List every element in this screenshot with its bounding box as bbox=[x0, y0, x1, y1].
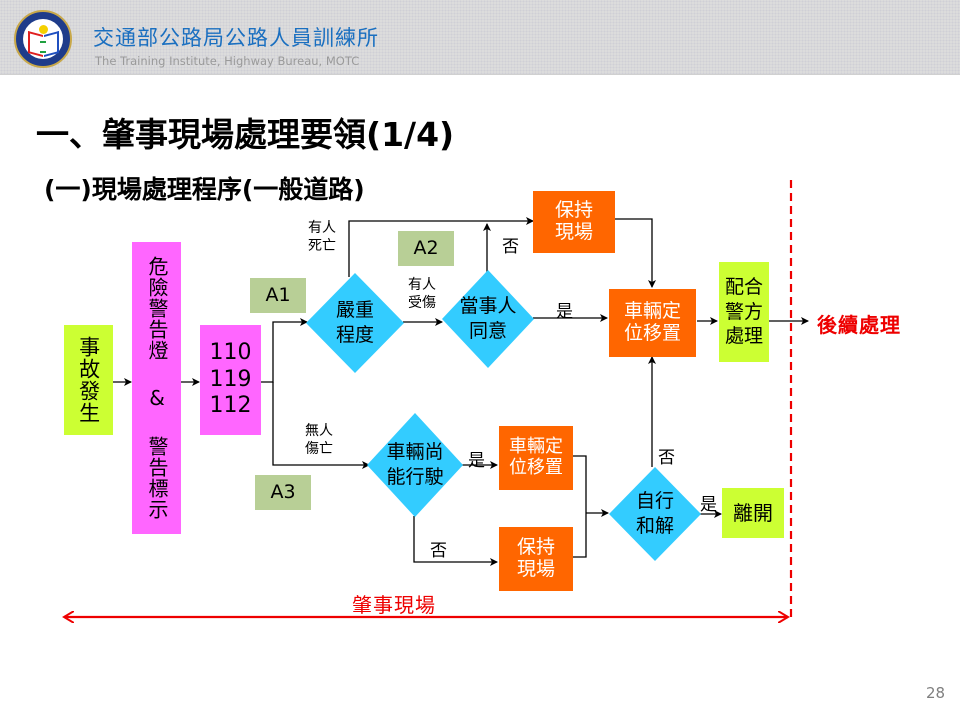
node-keep-scene-top: 保持 現場 bbox=[533, 191, 615, 253]
edge-label-no-injury: 無人 傷亡 bbox=[305, 423, 333, 457]
header-banner: 交通部公路局公路人員訓練所 The Training Institute, Hi… bbox=[0, 0, 960, 75]
drivable-label-2: 能行駛 bbox=[386, 466, 444, 488]
leave-label: 離開 bbox=[733, 500, 773, 525]
edge-label-injury: 有人 受傷 bbox=[408, 277, 436, 311]
tag-a1: A1 bbox=[250, 278, 306, 313]
settle-label-2: 和解 bbox=[635, 515, 674, 537]
agree-label-1: 當事人 bbox=[459, 295, 517, 318]
node-warning-label: 危險警告燈 & 警告標示 bbox=[145, 256, 169, 520]
edge-label-drivable-no: 否 bbox=[430, 541, 447, 561]
keep-bottom-label-2: 現場 bbox=[516, 558, 555, 580]
agree-label-2: 同意 bbox=[468, 320, 507, 342]
edge-label-death: 有人 死亡 bbox=[308, 220, 336, 254]
scene-span-label: 肇事現場 bbox=[352, 593, 436, 617]
police-label-3: 處理 bbox=[724, 325, 763, 348]
relocate-bottom-label-1: 車輛定 bbox=[509, 436, 563, 458]
severity-label-1: 嚴重 bbox=[335, 299, 374, 322]
node-leave: 離開 bbox=[722, 488, 784, 538]
decision-severity: 嚴重 程度 bbox=[306, 273, 404, 373]
edge-label-drivable-yes: 是 bbox=[468, 451, 485, 471]
node-keep-scene-bottom: 保持 現場 bbox=[499, 527, 573, 591]
hotline-110: 110 bbox=[209, 340, 252, 366]
relocate-top-label-2: 位移置 bbox=[623, 322, 681, 344]
relocate-bottom-label-2: 位移置 bbox=[509, 457, 563, 478]
hotline-112: 112 bbox=[209, 393, 252, 419]
settle-label-1: 自行 bbox=[635, 490, 674, 513]
keep-top-label-2: 現場 bbox=[554, 221, 593, 243]
severity-label-2: 程度 bbox=[335, 324, 374, 346]
tag-a2: A2 bbox=[398, 231, 454, 266]
decision-drivable: 車輛尚 能行駛 bbox=[367, 413, 463, 517]
tag-a3: A3 bbox=[255, 475, 311, 510]
drivable-label-1: 車輛尚 bbox=[386, 441, 444, 464]
page-number: 28 bbox=[926, 684, 946, 702]
hotline-119: 119 bbox=[209, 366, 252, 392]
edge-label-agree-no: 否 bbox=[502, 237, 519, 257]
node-followup: 後續處理 bbox=[817, 313, 901, 337]
decision-parties-agree: 當事人 同意 bbox=[442, 270, 534, 368]
edge-label-agree-yes: 是 bbox=[556, 302, 573, 322]
node-relocate-top: 車輛定 位移置 bbox=[609, 289, 696, 357]
keep-bottom-label-1: 保持 bbox=[516, 536, 555, 559]
decision-settle: 自行 和解 bbox=[609, 467, 701, 561]
node-police: 配合 警方 處理 bbox=[719, 262, 769, 362]
keep-top-label-1: 保持 bbox=[554, 199, 593, 222]
slide-title: 一、肇事現場處理要領(1/4) bbox=[36, 115, 455, 154]
node-hotlines: 110 119 112 bbox=[200, 325, 261, 435]
org-name-zh: 交通部公路局公路人員訓練所 bbox=[93, 26, 379, 50]
edge-label-settle-no: 否 bbox=[658, 448, 675, 468]
org-name-en: The Training Institute, Highway Bureau, … bbox=[95, 54, 360, 68]
edge-label-settle-yes: 是 bbox=[700, 495, 717, 515]
edge-merge bbox=[573, 455, 587, 558]
edge-branch-no-injury bbox=[272, 382, 370, 469]
slide-subtitle: (一)現場處理程序(一般道路) bbox=[44, 175, 365, 204]
relocate-top-label-1: 車輛定 bbox=[623, 300, 681, 323]
institute-emblem-icon bbox=[14, 10, 72, 68]
edge-hotlines-branch bbox=[261, 318, 308, 383]
edge-death-keep bbox=[348, 217, 534, 277]
node-relocate-bottom: 車輛定 位移置 bbox=[499, 426, 573, 490]
police-label-1: 配合 bbox=[724, 275, 763, 298]
node-accident-label: 事故發生 bbox=[76, 336, 101, 424]
police-label-2: 警方 bbox=[724, 300, 763, 323]
edge-drivable-no bbox=[413, 516, 498, 566]
edge-keep-relocate bbox=[615, 218, 656, 288]
node-warning: 危險警告燈 & 警告標示 bbox=[132, 242, 181, 534]
node-accident: 事故發生 bbox=[64, 325, 113, 435]
